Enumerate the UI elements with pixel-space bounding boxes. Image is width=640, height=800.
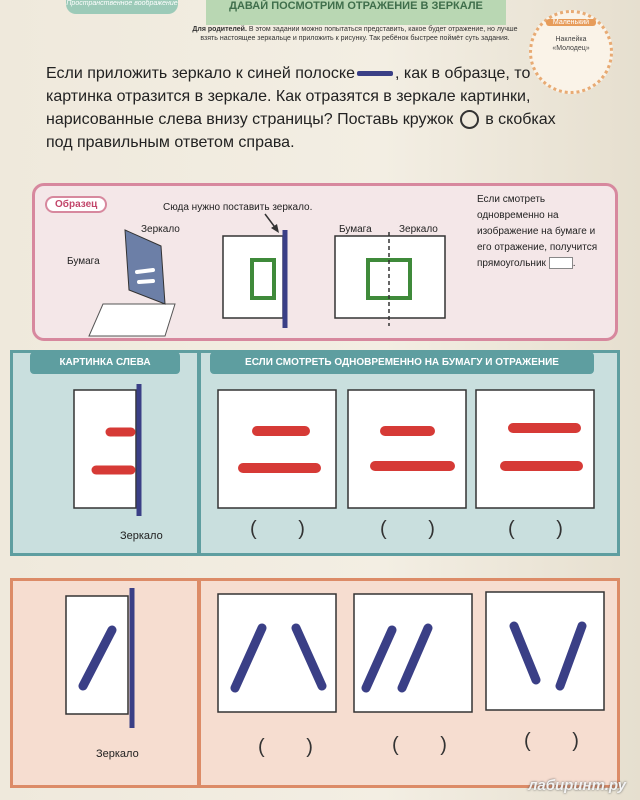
blue-strip-icon — [356, 71, 393, 77]
sample-box: Образец Зеркало Бумага Сюда нужно постав… — [32, 183, 618, 341]
s1-answer2-parens[interactable]: ( ) — [380, 518, 453, 540]
sample-note: Если смотреть одновременно на изображени… — [477, 194, 598, 270]
s2-answer2-parens[interactable]: ( ) — [392, 734, 465, 756]
badge-text: Наклейка «Молодец» — [552, 36, 590, 52]
parents-note: Для родителей. В этом задании можно попы… — [186, 26, 524, 43]
sample-drawings — [88, 213, 446, 337]
s1-mirror-label: Зеркало — [120, 530, 163, 542]
s1-answer3-parens[interactable]: ( ) — [508, 518, 581, 540]
sticker-badge: Маленький Наклейка «Молодец» — [529, 10, 613, 94]
sample-result-rect — [334, 235, 446, 319]
instruction-part1: Если приложить зеркало к синей полоске — [46, 65, 355, 82]
s2-mirror-label: Зеркало — [96, 748, 139, 760]
parents-note-text: В этом задании можно попытаться представ… — [200, 26, 518, 42]
instruction-part3: в скобках под правильным ответом справа. — [46, 111, 556, 151]
task-instruction: Если приложить зеркало к синей полоске, … — [46, 62, 586, 154]
instruction-part2: , как в образце, то картинка отразится в… — [46, 65, 531, 128]
sample-mirror-label: Зеркало — [141, 224, 180, 235]
paper-3d — [88, 303, 176, 337]
s1-answer1-parens[interactable]: ( ) — [250, 518, 323, 540]
sample-green-half — [250, 258, 276, 300]
section1-left-panel — [10, 350, 200, 556]
s2-answer3-parens[interactable]: ( ) — [524, 730, 597, 752]
page-title: ДАВАЙ ПОСМОТРИМ ОТРАЖЕНИЕ В ЗЕРКАЛЕ — [206, 0, 506, 25]
section1-header-left: КАРТИНКА СЛЕВА — [30, 352, 180, 374]
header-tab-left: Пространственное воображение — [66, 0, 178, 14]
mirror-3d — [124, 229, 166, 305]
sample-put-mirror: Сюда нужно поставить зеркало. — [163, 202, 313, 213]
rectangle-icon — [548, 257, 573, 270]
s2-answer1-parens[interactable]: ( ) — [258, 736, 331, 758]
sample-mirror2-label: Зеркало — [399, 224, 438, 235]
section1-header-right: ЕСЛИ СМОТРЕТЬ ОДНОВРЕМЕННО НА БУМАГУ И О… — [210, 352, 594, 374]
badge-top: Маленький — [546, 19, 596, 26]
sample-paper-label: Бумага — [67, 256, 100, 267]
watermark: лабиринт.ру — [528, 777, 626, 794]
sample-paper2-label: Бумага — [339, 224, 372, 235]
sample-note-text: Если смотреть одновременно на изображени… — [477, 194, 598, 269]
parents-note-lead: Для родителей. — [192, 26, 247, 33]
sample-tag: Образец — [45, 196, 108, 213]
circle-icon — [459, 110, 479, 130]
